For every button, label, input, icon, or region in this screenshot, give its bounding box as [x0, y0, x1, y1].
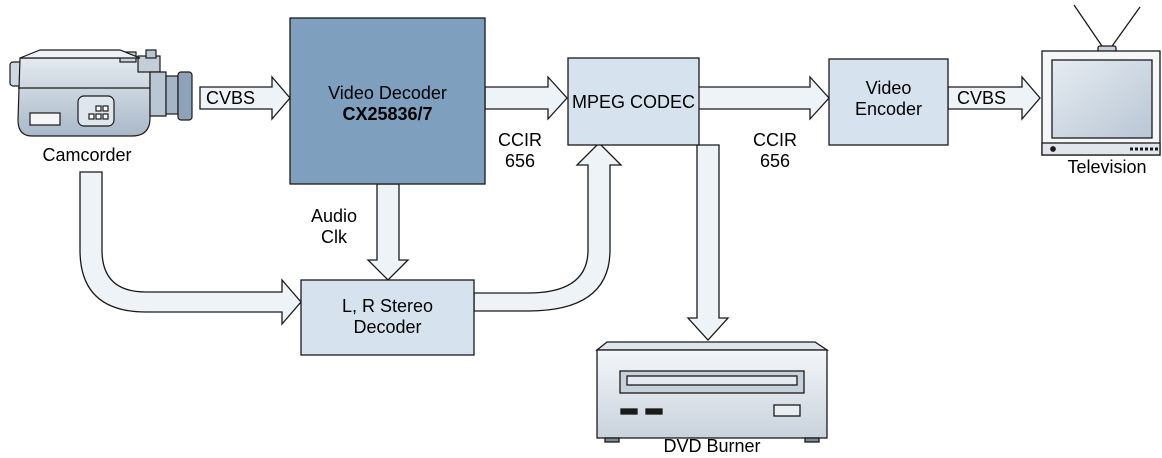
ccir-656-b-label: CCIR 656	[740, 130, 810, 172]
dvd-burner-icon	[595, 341, 830, 443]
ccir-656-a-label: CCIR 656	[485, 130, 555, 172]
audio-clk-line2: Clk	[321, 227, 347, 247]
arrow-ccir-to-mpeg	[484, 75, 568, 121]
arrow-audio-clk	[366, 183, 410, 281]
stereo-decoder-label: L, R Stereo Decoder	[301, 296, 474, 338]
television-icon	[1041, 4, 1161, 156]
audio-clk-label: Audio Clk	[302, 206, 366, 248]
stereo-decoder-line2: Decoder	[353, 317, 422, 337]
television-label: Television	[1067, 157, 1147, 177]
audio-clk-line1: Audio	[310, 206, 358, 226]
arrow-cvbs-out	[947, 75, 1041, 121]
ccir-656-b-line1: CCIR	[753, 130, 797, 150]
ccir-656-a-line2: 656	[504, 151, 536, 171]
video-decoder-part-number: CX25836/7	[342, 104, 433, 124]
video-encoder-line2: Encoder	[854, 99, 923, 119]
cvbs-out-label: CVBS	[957, 88, 1007, 108]
camcorder-icon	[9, 49, 193, 137]
video-encoder-label: Video Encoder	[829, 78, 948, 120]
cvbs-in-label: CVBS	[206, 88, 256, 108]
arrow-stereo-to-mpeg	[473, 142, 623, 312]
stereo-decoder-block	[300, 279, 475, 356]
mpeg-codec-block	[567, 57, 700, 146]
video-encoder-block	[828, 58, 949, 146]
video-decoder-label: Video Decoder	[328, 83, 447, 103]
camcorder-label: Camcorder	[42, 145, 132, 165]
arrow-ccir-to-encoder	[697, 75, 830, 121]
dvd-burner-label: DVD Burner	[663, 436, 761, 456]
video-decoder-block	[289, 17, 486, 185]
ccir-656-a-line1: CCIR	[498, 130, 542, 150]
video-encoder-line1: Video	[865, 78, 912, 98]
arrow-mpeg-to-dvd	[686, 144, 730, 341]
stereo-decoder-line1: L, R Stereo	[341, 296, 434, 316]
arrow-camcorder-audio	[79, 171, 302, 326]
mpeg-codec-label: MPEG CODEC	[571, 92, 695, 112]
arrow-cvbs-in	[199, 75, 291, 121]
ccir-656-b-line2: 656	[759, 151, 791, 171]
